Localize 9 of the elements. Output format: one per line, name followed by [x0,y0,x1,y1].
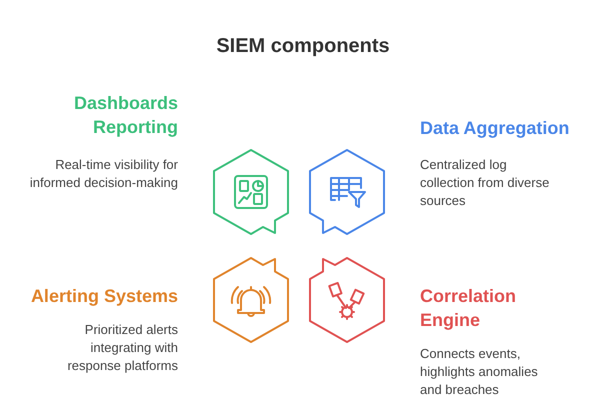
description: Real-time visibility for informed decision-making [28,156,178,192]
description: Prioritized alerts integrating with response platforms [66,321,178,375]
title: SIEM components [215,35,391,58]
heading: Data Aggregation [420,117,570,140]
heading: Alerting Systems [30,285,178,308]
heading: Correlation Engine [420,285,518,332]
description: Connects events, highlights anomalies and breaches [420,345,539,399]
heading: Dashboards Reporting [72,92,178,139]
description: Centralized log collection from diverse sources [420,156,550,210]
